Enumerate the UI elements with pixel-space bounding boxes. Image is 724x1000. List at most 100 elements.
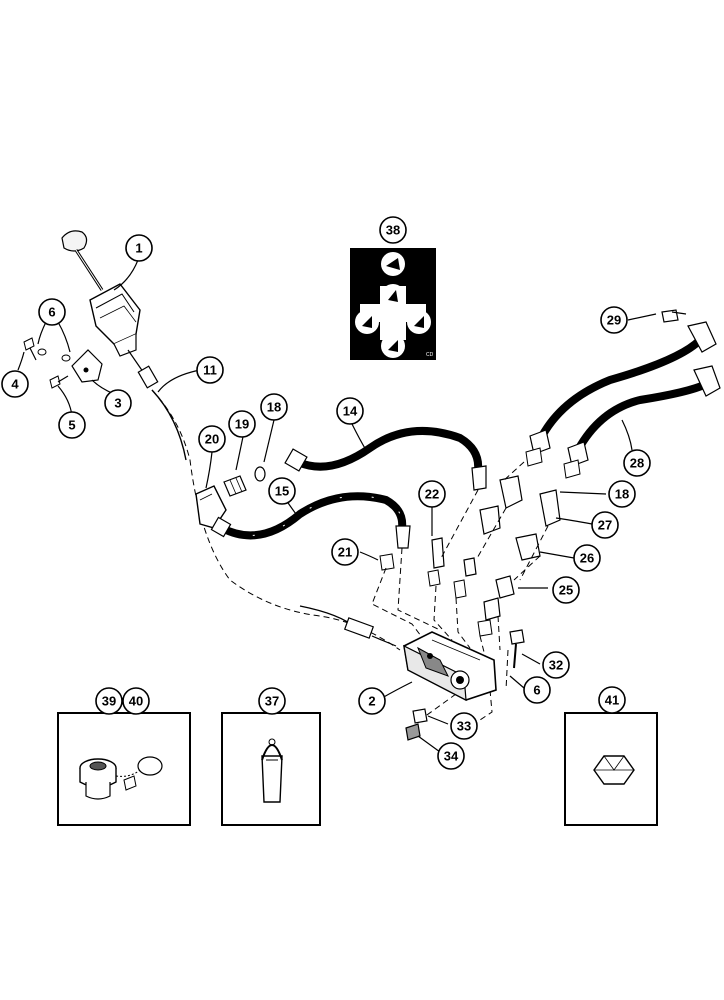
callout-c38: 38 <box>379 216 407 244</box>
callout-circle <box>542 651 570 679</box>
callout-number: 22 <box>425 487 439 502</box>
callout-number: 21 <box>338 545 352 560</box>
callout-number: 38 <box>386 223 400 238</box>
callout-c25: 25 <box>552 576 580 604</box>
callout-number: 14 <box>343 404 358 419</box>
callout-number: 37 <box>265 694 279 709</box>
hose-upper-right <box>525 321 717 467</box>
callout-c34: 34 <box>437 742 465 770</box>
callout-c5: 5 <box>58 411 86 439</box>
decal-mark: CD <box>426 352 434 358</box>
callout-circle <box>95 687 123 715</box>
callout-circle <box>623 449 651 477</box>
callout-c3: 3 <box>104 389 132 417</box>
callout-number: 33 <box>457 719 471 734</box>
callout-circle <box>196 356 224 384</box>
callout-c28: 28 <box>623 449 651 477</box>
cable-end-fitting <box>343 617 397 647</box>
callout-circle <box>1 370 29 398</box>
callout-c27: 27 <box>591 511 619 539</box>
callout-c6b: 6 <box>523 676 551 704</box>
callout-circle <box>600 306 628 334</box>
callout-circle <box>38 298 66 326</box>
hose-14 <box>284 426 487 491</box>
callout-number: 39 <box>102 694 116 709</box>
callout-number: 2 <box>368 694 375 709</box>
assembly-lines <box>371 461 549 725</box>
leader-lines <box>17 259 657 753</box>
control-pattern-decal: CD <box>350 248 436 360</box>
joystick-lever <box>61 230 159 389</box>
callout-c40: 40 <box>122 687 150 715</box>
callout-c14: 14 <box>336 397 364 425</box>
washer-small <box>37 348 71 362</box>
callout-c15: 15 <box>268 477 296 505</box>
mounting-bracket <box>71 349 103 383</box>
bolt-small-1 <box>23 337 37 361</box>
callout-circle <box>331 538 359 566</box>
callout-circle <box>358 687 386 715</box>
callout-c1: 1 <box>125 234 153 262</box>
bolt-32 <box>509 629 525 669</box>
o-ring-18 <box>254 466 266 482</box>
callout-c41: 41 <box>598 686 626 714</box>
inset-box-39-40 <box>57 712 191 826</box>
callout-number: 4 <box>11 377 19 392</box>
callout-circle <box>450 712 478 740</box>
callout-number: 32 <box>549 658 563 673</box>
callout-c6a: 6 <box>38 298 66 326</box>
callout-circle <box>437 742 465 770</box>
callout-circle <box>591 511 619 539</box>
callout-number: 29 <box>607 313 621 328</box>
callout-c2: 2 <box>358 687 386 715</box>
callout-circle <box>58 411 86 439</box>
callout-c29: 29 <box>600 306 628 334</box>
fitting-column <box>379 475 561 637</box>
callout-group: 1234566111415181819202122252627282932333… <box>1 216 651 770</box>
callout-number: 18 <box>615 487 629 502</box>
callout-circle <box>598 686 626 714</box>
callout-number: 11 <box>203 363 217 378</box>
callout-circle <box>418 480 446 508</box>
callout-circle <box>552 576 580 604</box>
callout-number: 27 <box>598 518 612 533</box>
callout-number: 15 <box>275 484 289 499</box>
adapter-19 <box>223 475 247 497</box>
callout-circle <box>268 477 296 505</box>
callout-circle <box>523 676 551 704</box>
callout-number: 20 <box>205 432 219 447</box>
callout-c18b: 18 <box>608 480 636 508</box>
callout-c20: 20 <box>198 425 226 453</box>
quick-coupler-with-cap <box>79 756 163 800</box>
callout-circle <box>198 425 226 453</box>
hose-28 <box>563 365 721 479</box>
hose-15 <box>210 492 411 549</box>
spacer-34 <box>405 723 421 741</box>
callout-c18a: 18 <box>260 393 288 421</box>
callout-circle <box>258 687 286 715</box>
callout-c32: 32 <box>542 651 570 679</box>
callout-number: 28 <box>630 456 644 471</box>
callout-number: 1 <box>135 241 142 256</box>
fitting-29 <box>661 309 687 323</box>
callout-circle <box>573 544 601 572</box>
callout-circle <box>104 389 132 417</box>
callout-number: 26 <box>580 551 594 566</box>
callout-c22: 22 <box>418 480 446 508</box>
bolt-small-2 <box>49 375 69 389</box>
control-cable <box>151 389 401 651</box>
callout-number: 5 <box>68 418 75 433</box>
callout-c37: 37 <box>258 687 286 715</box>
callout-circle <box>228 410 256 438</box>
control-valve <box>403 631 497 702</box>
callout-number: 18 <box>267 400 281 415</box>
callout-circle <box>379 216 407 244</box>
callout-c39: 39 <box>95 687 123 715</box>
hose-strap <box>261 738 283 803</box>
callout-c21: 21 <box>331 538 359 566</box>
callout-number: 40 <box>129 694 143 709</box>
dust-cap <box>593 755 635 785</box>
callout-number: 25 <box>559 583 573 598</box>
callout-c11: 11 <box>196 356 224 384</box>
